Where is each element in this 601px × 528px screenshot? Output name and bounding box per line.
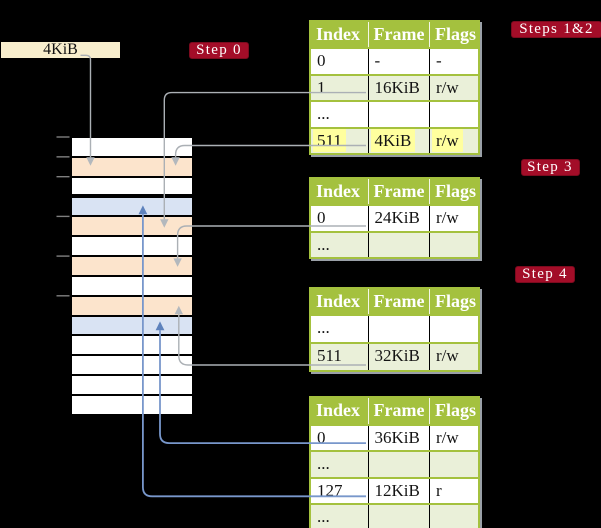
highlight: r/w bbox=[432, 128, 463, 152]
table-cell: 0 bbox=[317, 427, 326, 447]
table-cell bbox=[429, 102, 478, 127]
table-row: ... bbox=[311, 314, 478, 343]
table-row: ... bbox=[311, 503, 478, 528]
memory-frame-7 bbox=[72, 274, 192, 295]
table-cell bbox=[367, 102, 430, 127]
table-cell: r bbox=[429, 478, 478, 504]
memory-frame-10 bbox=[72, 334, 192, 355]
table-cell: ... bbox=[317, 234, 330, 254]
page-size-label: 4KiB bbox=[1, 42, 120, 58]
page-table-step-3: Index Frame Flags 0 24KiB r/w ... bbox=[309, 176, 480, 260]
header-frame: Frame bbox=[367, 288, 430, 314]
table-cell: r/w bbox=[429, 344, 478, 371]
table-cell bbox=[367, 505, 430, 528]
table-cell bbox=[367, 232, 430, 258]
table-row: ... bbox=[311, 450, 478, 477]
table-cell: 36KiB bbox=[367, 425, 430, 451]
table-cell: 4KiB bbox=[367, 128, 430, 154]
memory-frame-11 bbox=[72, 354, 192, 375]
table-cell: ... bbox=[317, 507, 330, 527]
memory-tick-marks bbox=[56, 136, 70, 297]
header-flags: Flags bbox=[429, 21, 478, 47]
highlight: 511 bbox=[313, 128, 346, 152]
table-cell bbox=[367, 316, 430, 343]
memory-frame-4 bbox=[72, 215, 192, 236]
highlight: 4KiB bbox=[370, 128, 416, 152]
table-row: 0 24KiB r/w bbox=[311, 204, 478, 231]
table-row: ... bbox=[311, 100, 478, 127]
table-row: 511 32KiB r/w bbox=[311, 342, 478, 371]
table-row-highlighted: 511 4KiB r/w bbox=[311, 126, 478, 154]
memory-frame-13 bbox=[72, 393, 192, 416]
table-cell: ... bbox=[317, 318, 330, 337]
table-cell: r/w bbox=[429, 206, 478, 231]
badge-step-4: Step 4 bbox=[515, 265, 575, 283]
badge-steps-1-2: Steps 1&2 bbox=[511, 20, 601, 38]
table-cell: 1 bbox=[317, 77, 326, 97]
table-cell: r/w bbox=[429, 75, 478, 101]
header-flags: Flags bbox=[429, 288, 478, 314]
table-cell bbox=[429, 232, 478, 258]
table-row: 0 36KiB r/w bbox=[311, 423, 478, 451]
header-flags: Flags bbox=[429, 398, 478, 424]
table-cell bbox=[429, 316, 478, 343]
header-index: Index bbox=[316, 180, 361, 201]
table-cell: 511 bbox=[317, 346, 342, 366]
table-cell: 511 bbox=[311, 128, 368, 154]
header-index: Index bbox=[316, 290, 361, 311]
table-cell bbox=[429, 505, 478, 528]
header-index: Index bbox=[316, 23, 361, 44]
header-flags: Flags bbox=[429, 178, 478, 204]
memory-frame-8 bbox=[72, 294, 192, 315]
header-frame: Frame bbox=[367, 178, 430, 204]
physical-memory-column bbox=[70, 136, 194, 416]
header-index: Index bbox=[316, 400, 361, 420]
table-cell: r/w bbox=[429, 425, 478, 451]
table-cell: 12KiB bbox=[367, 478, 430, 504]
table-header-row: Index Frame Flags bbox=[311, 178, 478, 204]
table-header-row: Index Frame Flags bbox=[311, 398, 478, 424]
table-cell: 127 bbox=[317, 480, 343, 500]
memory-frame-3 bbox=[72, 193, 192, 216]
memory-frame-9 bbox=[72, 314, 192, 335]
badge-step-3: Step 3 bbox=[520, 159, 580, 176]
table-header-row: Index Frame Flags bbox=[311, 21, 478, 47]
memory-frame-1 bbox=[72, 155, 192, 176]
table-cell: ... bbox=[317, 454, 330, 474]
table-header-row: Index Frame Flags bbox=[311, 288, 478, 314]
table-cell: 32KiB bbox=[367, 344, 430, 371]
page-table-step-4-upper: Index Frame Flags ... 511 32KiB r/w bbox=[309, 286, 480, 373]
page-table-step-4-lower: Index Frame Flags 0 36KiB r/w ... 127 12… bbox=[309, 396, 480, 528]
badge-step-0: Step 0 bbox=[189, 42, 249, 59]
table-cell: 0 bbox=[317, 208, 326, 227]
memory-frame-0 bbox=[72, 136, 192, 156]
table-cell: r/w bbox=[429, 128, 478, 154]
table-row: 0 - - bbox=[311, 47, 478, 74]
table-cell: 24KiB bbox=[367, 206, 430, 231]
table-cell: - bbox=[367, 49, 430, 74]
table-cell: ... bbox=[317, 104, 330, 124]
table-cell: 16KiB bbox=[367, 75, 430, 101]
table-row: 1 16KiB r/w bbox=[311, 73, 478, 101]
table-cell: - bbox=[429, 49, 478, 74]
table-row: ... bbox=[311, 230, 478, 258]
table-cell: 0 bbox=[317, 51, 326, 70]
memory-frame-5 bbox=[72, 235, 192, 256]
table-row: 127 12KiB r bbox=[311, 476, 478, 504]
header-frame: Frame bbox=[367, 21, 430, 47]
header-frame: Frame bbox=[367, 398, 430, 424]
memory-frame-2 bbox=[72, 175, 192, 194]
page-table-steps-1-2: Index Frame Flags 0 - - 1 16KiB r/w ... … bbox=[309, 19, 480, 156]
table-cell bbox=[367, 452, 430, 477]
table-cell bbox=[429, 452, 478, 477]
memory-frame-12 bbox=[72, 374, 192, 394]
memory-frame-6 bbox=[72, 255, 192, 275]
